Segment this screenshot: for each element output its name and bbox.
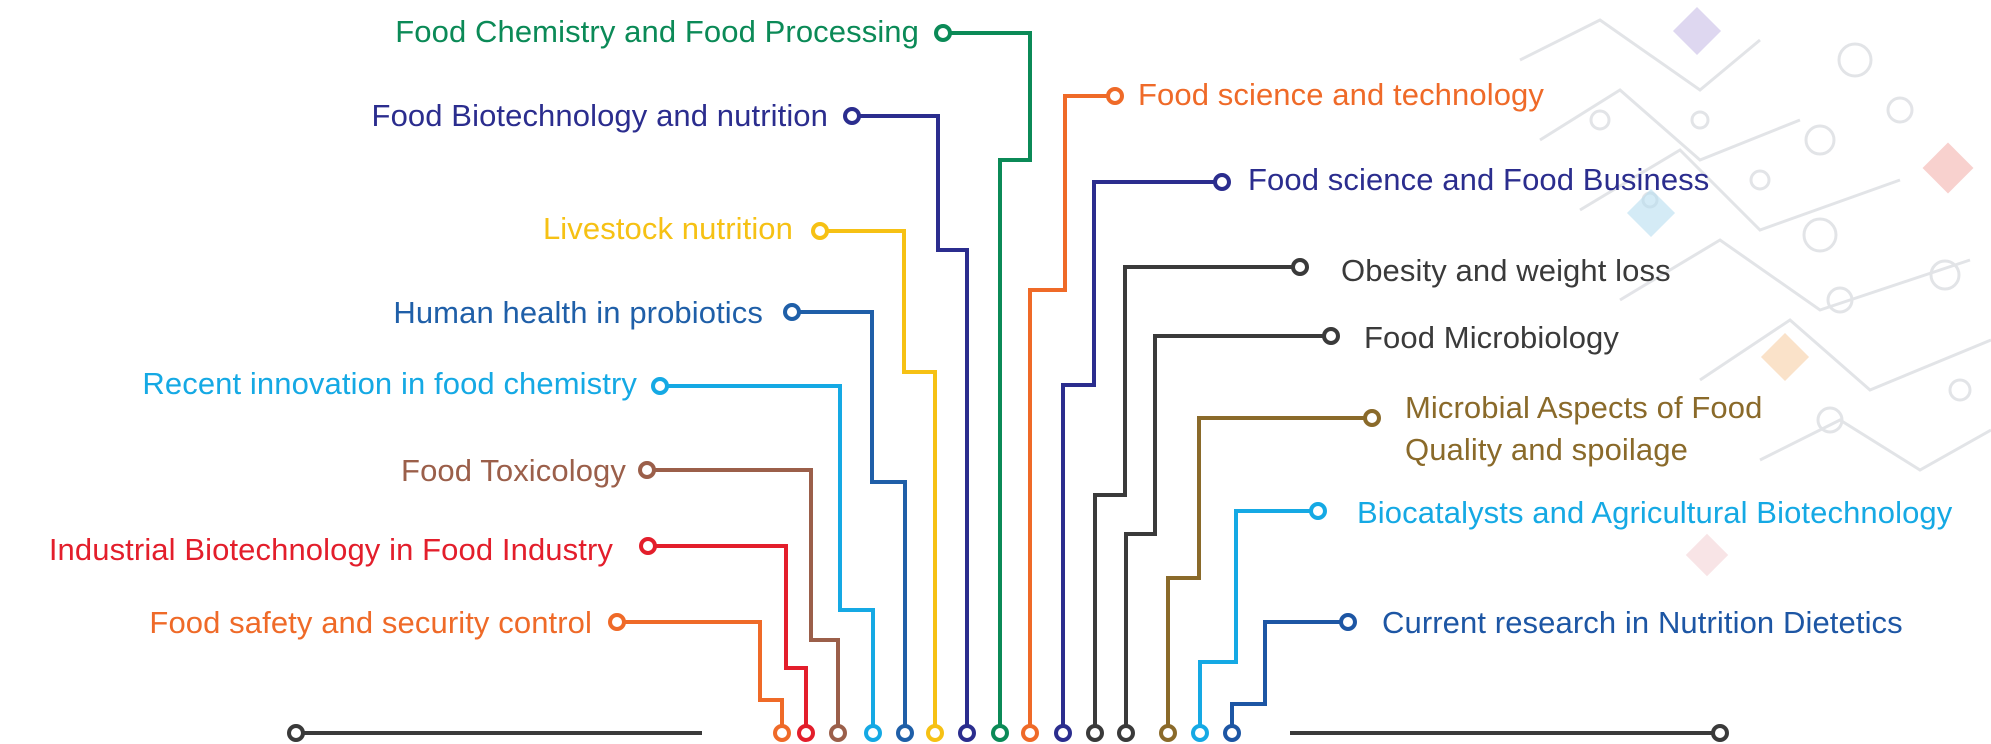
node-microbial-aspects [1363,409,1381,427]
label-food-safety: Food safety and security control [149,605,592,640]
connector-biocatalysts [1198,509,1318,733]
circuit-decoration-squares [1626,6,1974,577]
label-microbial-aspects-line2: Quality and spoilage [1405,432,1688,467]
base-node-food-science-business [1054,724,1072,742]
label-food-biotech-nutrition: Food Biotechnology and nutrition [371,98,828,133]
base-node-food-science-tech [1021,724,1039,742]
label-microbial-aspects: Microbial Aspects of Food Quality and sp… [1405,387,1825,471]
base-node-current-research [1223,724,1241,742]
connector-current-research [1230,620,1348,733]
connector-food-toxicology [647,468,840,733]
node-food-chemistry-processing [934,24,952,42]
base-node-food-microbiology [1117,724,1135,742]
node-industrial-biotech [639,537,657,555]
connector-food-microbiology [1124,334,1331,733]
base-node-food-chemistry-processing [991,724,1009,742]
label-livestock-nutrition: Livestock nutrition [542,211,793,246]
label-biocatalysts: Biocatalysts and Agricultural Biotechnol… [1357,495,1953,530]
base-node-industrial-biotech [797,724,815,742]
node-food-microbiology [1322,327,1340,345]
connector-microbial-aspects [1166,416,1372,733]
label-industrial-biotech: Industrial Biotechnology in Food Industr… [48,532,613,567]
base-node-recent-innovation [864,724,882,742]
label-current-research: Current research in Nutrition Dietetics [1382,605,1903,640]
connector-livestock-nutrition [820,229,937,733]
base-node-human-health-probiotics [896,724,914,742]
node-food-safety [608,613,626,631]
connector-food-chemistry-processing [943,31,1032,733]
label-food-toxicology: Food Toxicology [401,453,626,488]
connector-obesity [1093,265,1300,733]
node-food-science-tech [1106,87,1124,105]
base-node-food-biotech-nutrition [958,724,976,742]
node-food-science-business [1213,173,1231,191]
node-obesity [1291,258,1309,276]
connector-food-safety [617,620,784,733]
node-food-biotech-nutrition [843,107,861,125]
label-food-microbiology: Food Microbiology [1364,320,1619,355]
base-node-microbial-aspects [1159,724,1177,742]
node-recent-innovation [651,377,669,395]
node-livestock-nutrition [811,222,829,240]
node-food-toxicology [638,461,656,479]
circuit-decoration [1519,18,1991,472]
base-line-right-end [1711,724,1729,742]
connector-industrial-biotech [648,544,808,733]
label-food-science-business: Food science and Food Business [1248,162,1710,197]
label-obesity: Obesity and weight loss [1341,253,1671,288]
label-recent-innovation: Recent innovation in food chemistry [142,366,637,401]
label-food-science-tech: Food science and technology [1138,77,1544,112]
node-current-research [1339,613,1357,631]
node-biocatalysts [1309,502,1327,520]
label-human-health-probiotics: Human health in probiotics [393,295,763,330]
node-human-health-probiotics [783,303,801,321]
base-node-biocatalysts [1191,724,1209,742]
connector-food-science-business [1061,180,1222,733]
connector-human-health-probiotics [792,310,907,733]
base-line-left-end [287,724,305,742]
base-node-food-toxicology [829,724,847,742]
connector-food-biotech-nutrition [852,114,969,733]
connector-recent-innovation [660,384,875,733]
base-node-obesity [1086,724,1104,742]
label-food-chemistry-processing: Food Chemistry and Food Processing [395,14,919,49]
base-node-livestock-nutrition [926,724,944,742]
connector-food-science-tech [1028,94,1115,733]
base-node-food-safety [773,724,791,742]
label-microbial-aspects-line1: Microbial Aspects of Food [1405,390,1763,425]
